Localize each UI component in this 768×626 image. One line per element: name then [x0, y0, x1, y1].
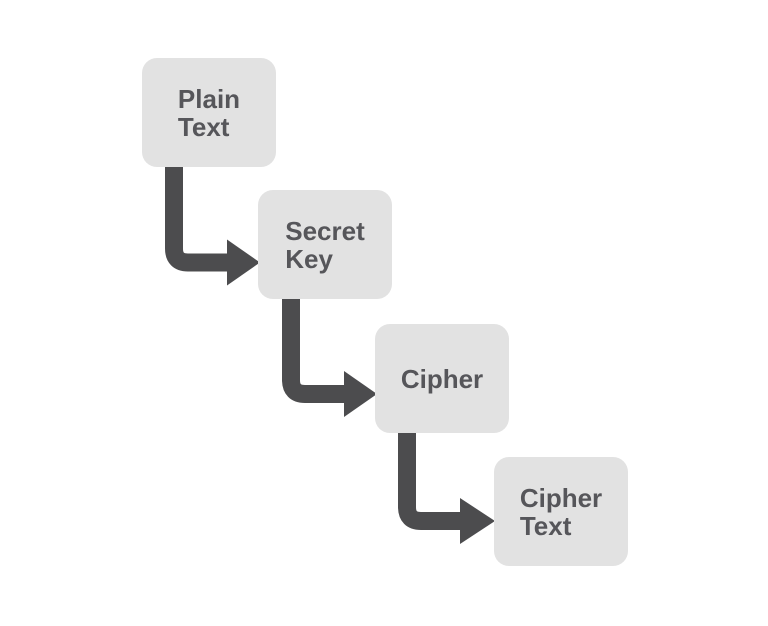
- node-plain-text-label: Plain Text: [177, 83, 241, 142]
- arrowhead-secret-key-to-cipher-icon: [344, 371, 377, 417]
- node-cipher-text-label: Cipher Text: [519, 482, 603, 541]
- node-secret-key: Secret Key: [258, 190, 392, 299]
- arrow-cipher-to-cipher-text: [398, 426, 462, 530]
- node-cipher: Cipher: [375, 324, 509, 433]
- arrow-secret-key-to-cipher: [282, 292, 346, 403]
- arrowhead-plain-text-to-secret-key-icon: [227, 239, 260, 286]
- node-secret-key-label: Secret Key: [285, 215, 365, 274]
- arrow-plain-text-to-secret-key: [165, 160, 229, 272]
- node-plain-text: Plain Text: [142, 58, 276, 167]
- node-cipher-text: Cipher Text: [494, 457, 628, 566]
- arrowhead-cipher-to-cipher-text-icon: [460, 498, 495, 544]
- node-cipher-label: Cipher: [400, 363, 484, 394]
